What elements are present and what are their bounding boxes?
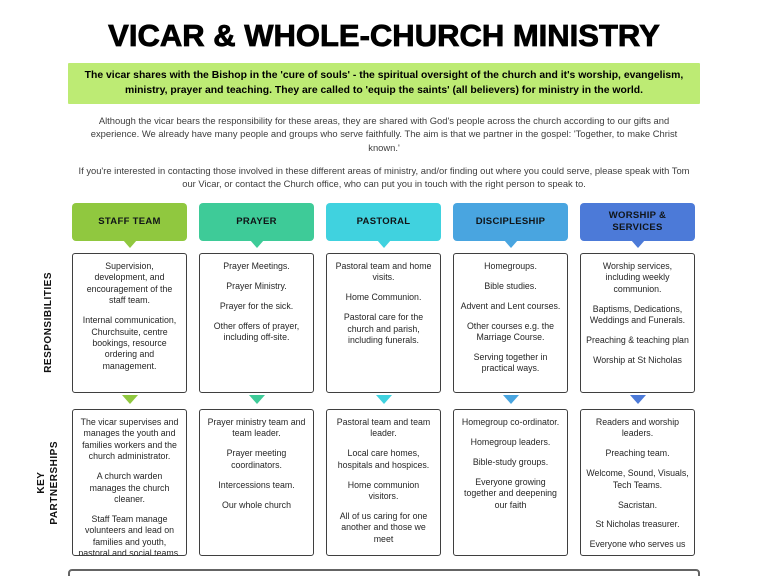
connector-triangle-staff-team [72, 393, 187, 409]
partnerships-box-staff-team: The vicar supervises and manages the you… [72, 408, 187, 556]
connector-triangle-prayer [199, 393, 314, 409]
intro-paragraph-1: Although the vicar bears the responsibil… [90, 114, 678, 154]
ministry-item: Homegroup leaders. [470, 436, 551, 447]
partnerships-box-prayer: Prayer ministry team and team leader. Pr… [199, 408, 314, 556]
connector-triangle-discipleship [453, 393, 568, 409]
ministry-item: Pastoral team and home visits. [335, 260, 432, 283]
ministry-item: Bible studies. [484, 280, 537, 291]
ministry-item: Prayer Ministry. [226, 280, 287, 291]
ministry-item: Other offers of prayer, including off-si… [213, 320, 300, 343]
ministry-item: Home Communion. [345, 292, 422, 303]
column-header-label: PRAYER [236, 215, 277, 227]
ministry-item: Pastoral team and team leader. [336, 416, 431, 439]
ministry-item: Prayer meeting coordinators. [226, 448, 287, 470]
column-header-label: WORSHIP & SERVICES [608, 209, 667, 233]
ministry-item: Preaching & teaching plan [586, 335, 689, 345]
partnerships-box-worship-services: Readers and worship leaders. Preaching t… [580, 408, 695, 556]
ministry-item: Prayer for the sick. [219, 300, 294, 311]
down-arrow-icon [248, 394, 265, 404]
row-label-text: RESPONSIBILITIES [42, 272, 54, 374]
ministry-item: Intercessions team. [218, 479, 295, 490]
ministry-item: Worship services, including weekly commu… [602, 260, 673, 294]
ministry-matrix: STAFF TEAM PRAYER PASTORAL DISCIPLESHIP … [36, 202, 768, 556]
ministry-item: Local care homes, hospitals and hospices… [337, 448, 430, 470]
ministry-item: Preaching team. [605, 448, 670, 459]
responsibilities-box-prayer: Prayer Meetings. Prayer Ministry. Prayer… [199, 252, 314, 393]
column-header-discipleship: DISCIPLESHIP [453, 202, 568, 248]
column-header-pastoral: PASTORAL [326, 202, 441, 248]
ministry-item: Sacristan. [617, 499, 658, 510]
ministry-item: Baptisms, Dedications, Weddings and Fune… [589, 303, 686, 326]
ministry-item: Homegroup co-ordinator. [461, 416, 560, 427]
column-header-label: PASTORAL [356, 215, 411, 227]
ministry-item: The vicar supervises and manages the you… [80, 416, 179, 462]
down-arrow-icon [629, 394, 646, 404]
intro-paragraph-2: If you're interested in contacting those… [78, 164, 690, 190]
column-header-worship-services: WORSHIP & SERVICES [580, 202, 695, 248]
responsibilities-box-discipleship: Homegroups. Bible studies. Advent and Le… [453, 252, 568, 393]
ministry-item: Internal communication, Churchsuite, cen… [82, 315, 177, 371]
ministry-item: Worship at St Nicholas [593, 354, 682, 365]
responsibilities-box-pastoral: Pastoral team and home visits. Home Comm… [326, 252, 441, 393]
responsibilities-box-staff-team: Supervision, development, and encouragem… [72, 252, 187, 393]
ministry-item: Other courses e.g. the Marriage Course. [466, 320, 555, 343]
ministry-item: Staff Team manage volunteers and lead on… [78, 513, 181, 556]
ministry-item: A church warden manages the church clean… [89, 471, 170, 504]
column-header-staff-team: STAFF TEAM [72, 202, 187, 248]
connector-triangle-worship-services [580, 393, 695, 409]
ministry-item: Bible-study groups. [472, 456, 549, 467]
column-header-prayer: PRAYER [199, 202, 314, 248]
row-label-responsibilities: RESPONSIBILITIES [36, 253, 60, 393]
column-header-label: STAFF TEAM [98, 215, 161, 227]
ministry-item: Advent and Lent courses. [460, 300, 561, 311]
ministry-item: Welcome, Sound, Visuals, Tech Teams. [586, 468, 689, 490]
partnerships-box-pastoral: Pastoral team and team leader. Local car… [326, 408, 441, 556]
responsibilities-box-worship-services: Worship services, including weekly commu… [580, 252, 695, 393]
ministry-item: Our whole church [222, 499, 291, 510]
ministry-item: Readers and worship leaders. [595, 416, 680, 439]
column-header-label: DISCIPLESHIP [475, 215, 546, 227]
ministry-item: Pastoral care for the church and parish,… [343, 312, 424, 345]
ministry-item: All of us caring for one another and tho… [339, 510, 428, 544]
ministry-item: Prayer Meetings. [223, 260, 290, 271]
row-label-key-partnerships: KEY PARTNERSHIPS [36, 409, 60, 556]
ministry-item: Everyone growing together and deepening … [464, 476, 557, 510]
ministry-item: Supervision, development, and encouragem… [86, 260, 173, 306]
row-label-text: KEY PARTNERSHIPS [36, 440, 60, 525]
vicar-summary-banner: The vicar shares with the Bishop in the … [68, 62, 700, 104]
page-title: VICAR & WHOLE-CHURCH MINISTRY [108, 18, 660, 53]
ministry-item: Homegroups. [484, 260, 537, 271]
down-arrow-icon [375, 394, 392, 404]
down-arrow-icon [502, 394, 519, 404]
down-arrow-icon [121, 394, 138, 404]
partnerships-box-discipleship: Homegroup co-ordinator. Homegroup leader… [453, 408, 568, 556]
ministry-item: Home communion visitors. [347, 479, 420, 501]
ministry-item: Prayer ministry team and team leader. [207, 416, 306, 439]
ministry-item: Everyone who serves us [589, 539, 686, 550]
ministry-item: St Nicholas treasurer. [595, 519, 680, 530]
connector-triangle-pastoral [326, 393, 441, 409]
ministry-item: Serving together in practical ways. [473, 352, 548, 374]
